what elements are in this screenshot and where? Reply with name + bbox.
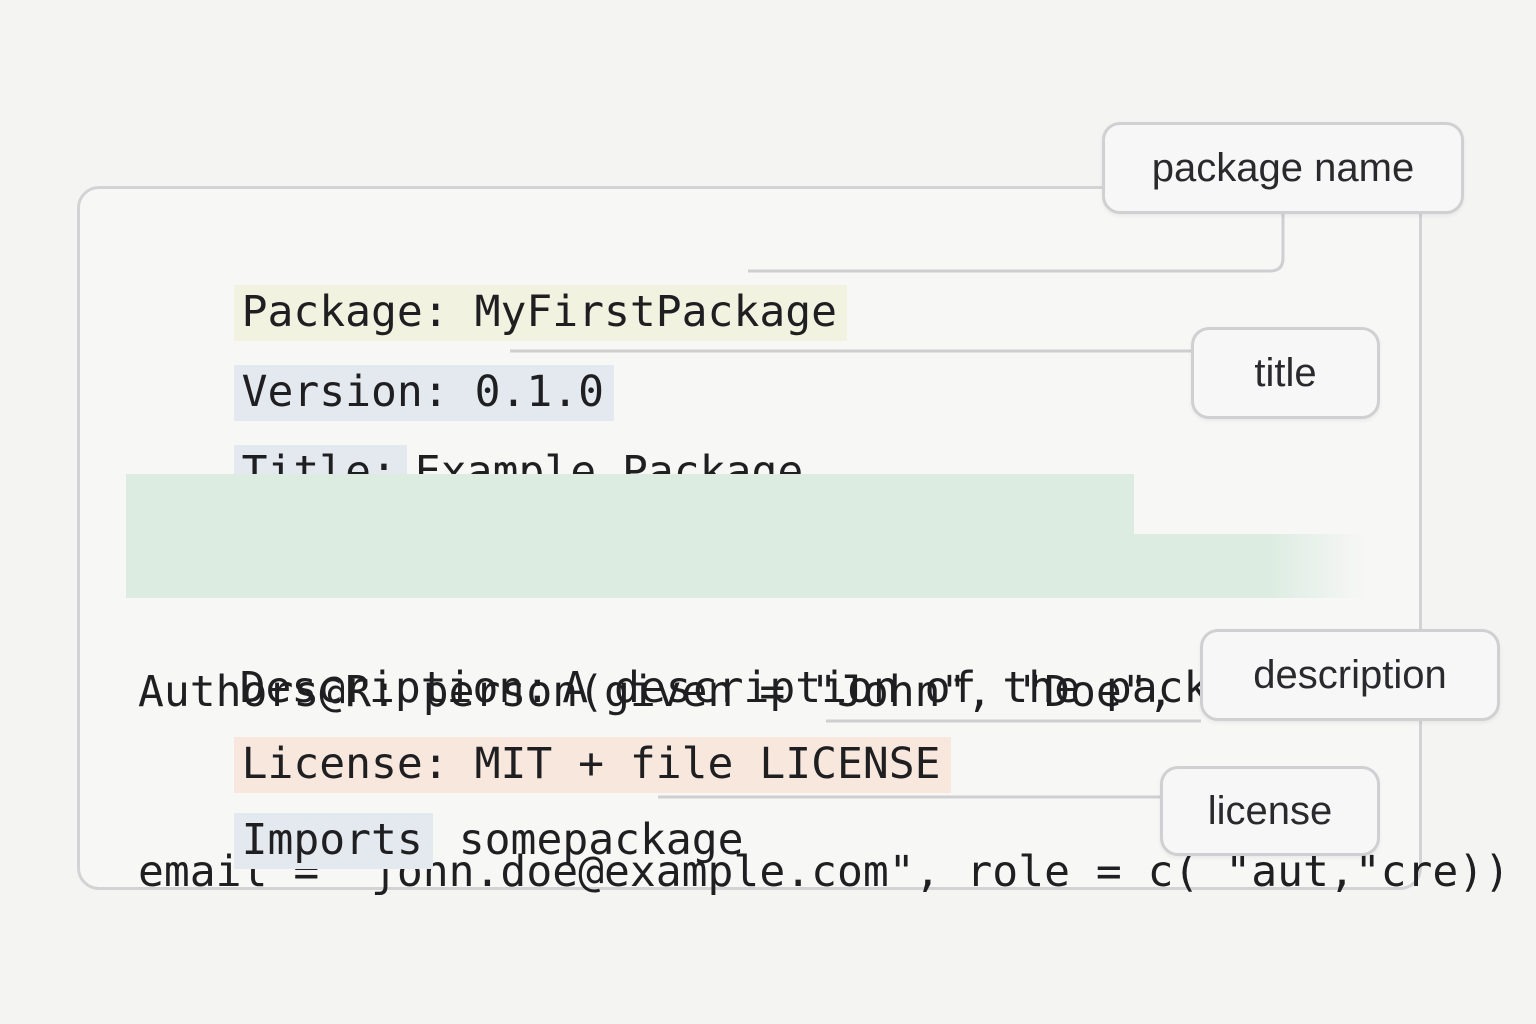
field-license: License: MIT + file LICENSE: [130, 694, 951, 836]
imports-key: Imports: [233, 813, 433, 869]
callout-description: description: [1200, 629, 1500, 721]
field-authors: Authors@R: person(given = "John", "Doe",…: [126, 474, 1510, 897]
package-key: Package:: [241, 287, 449, 337]
authors-line-2: email = "john.doe@example.com", role = c…: [138, 847, 1511, 897]
version-highlight: Version: 0.1.0: [233, 365, 615, 421]
imports-value: somepackage: [458, 815, 744, 865]
license-value: MIT + file LICENSE: [474, 739, 941, 789]
field-package: Package: MyFirstPackage: [130, 242, 847, 384]
field-version: Version: 0.1.0: [130, 322, 615, 464]
version-value: 0.1.0: [474, 367, 605, 417]
authors-highlight-notch: [1134, 474, 1374, 534]
callout-title: title: [1191, 327, 1380, 419]
callout-package-name: package name: [1102, 122, 1464, 214]
callout-license: license: [1160, 766, 1380, 856]
connector-package-name: [748, 214, 1285, 273]
license-key: License:: [241, 739, 449, 789]
authors-line-1: Authors@R: person(given = "John", "Doe",: [138, 667, 1174, 717]
description-key: Description:: [239, 663, 551, 713]
package-value: MyFirstPackage: [474, 287, 837, 337]
license-highlight: License: MIT + file LICENSE: [233, 737, 951, 793]
field-imports: Imports somepackage: [130, 770, 752, 912]
package-highlight: Package: MyFirstPackage: [233, 285, 847, 341]
version-key: Version:: [241, 367, 449, 417]
